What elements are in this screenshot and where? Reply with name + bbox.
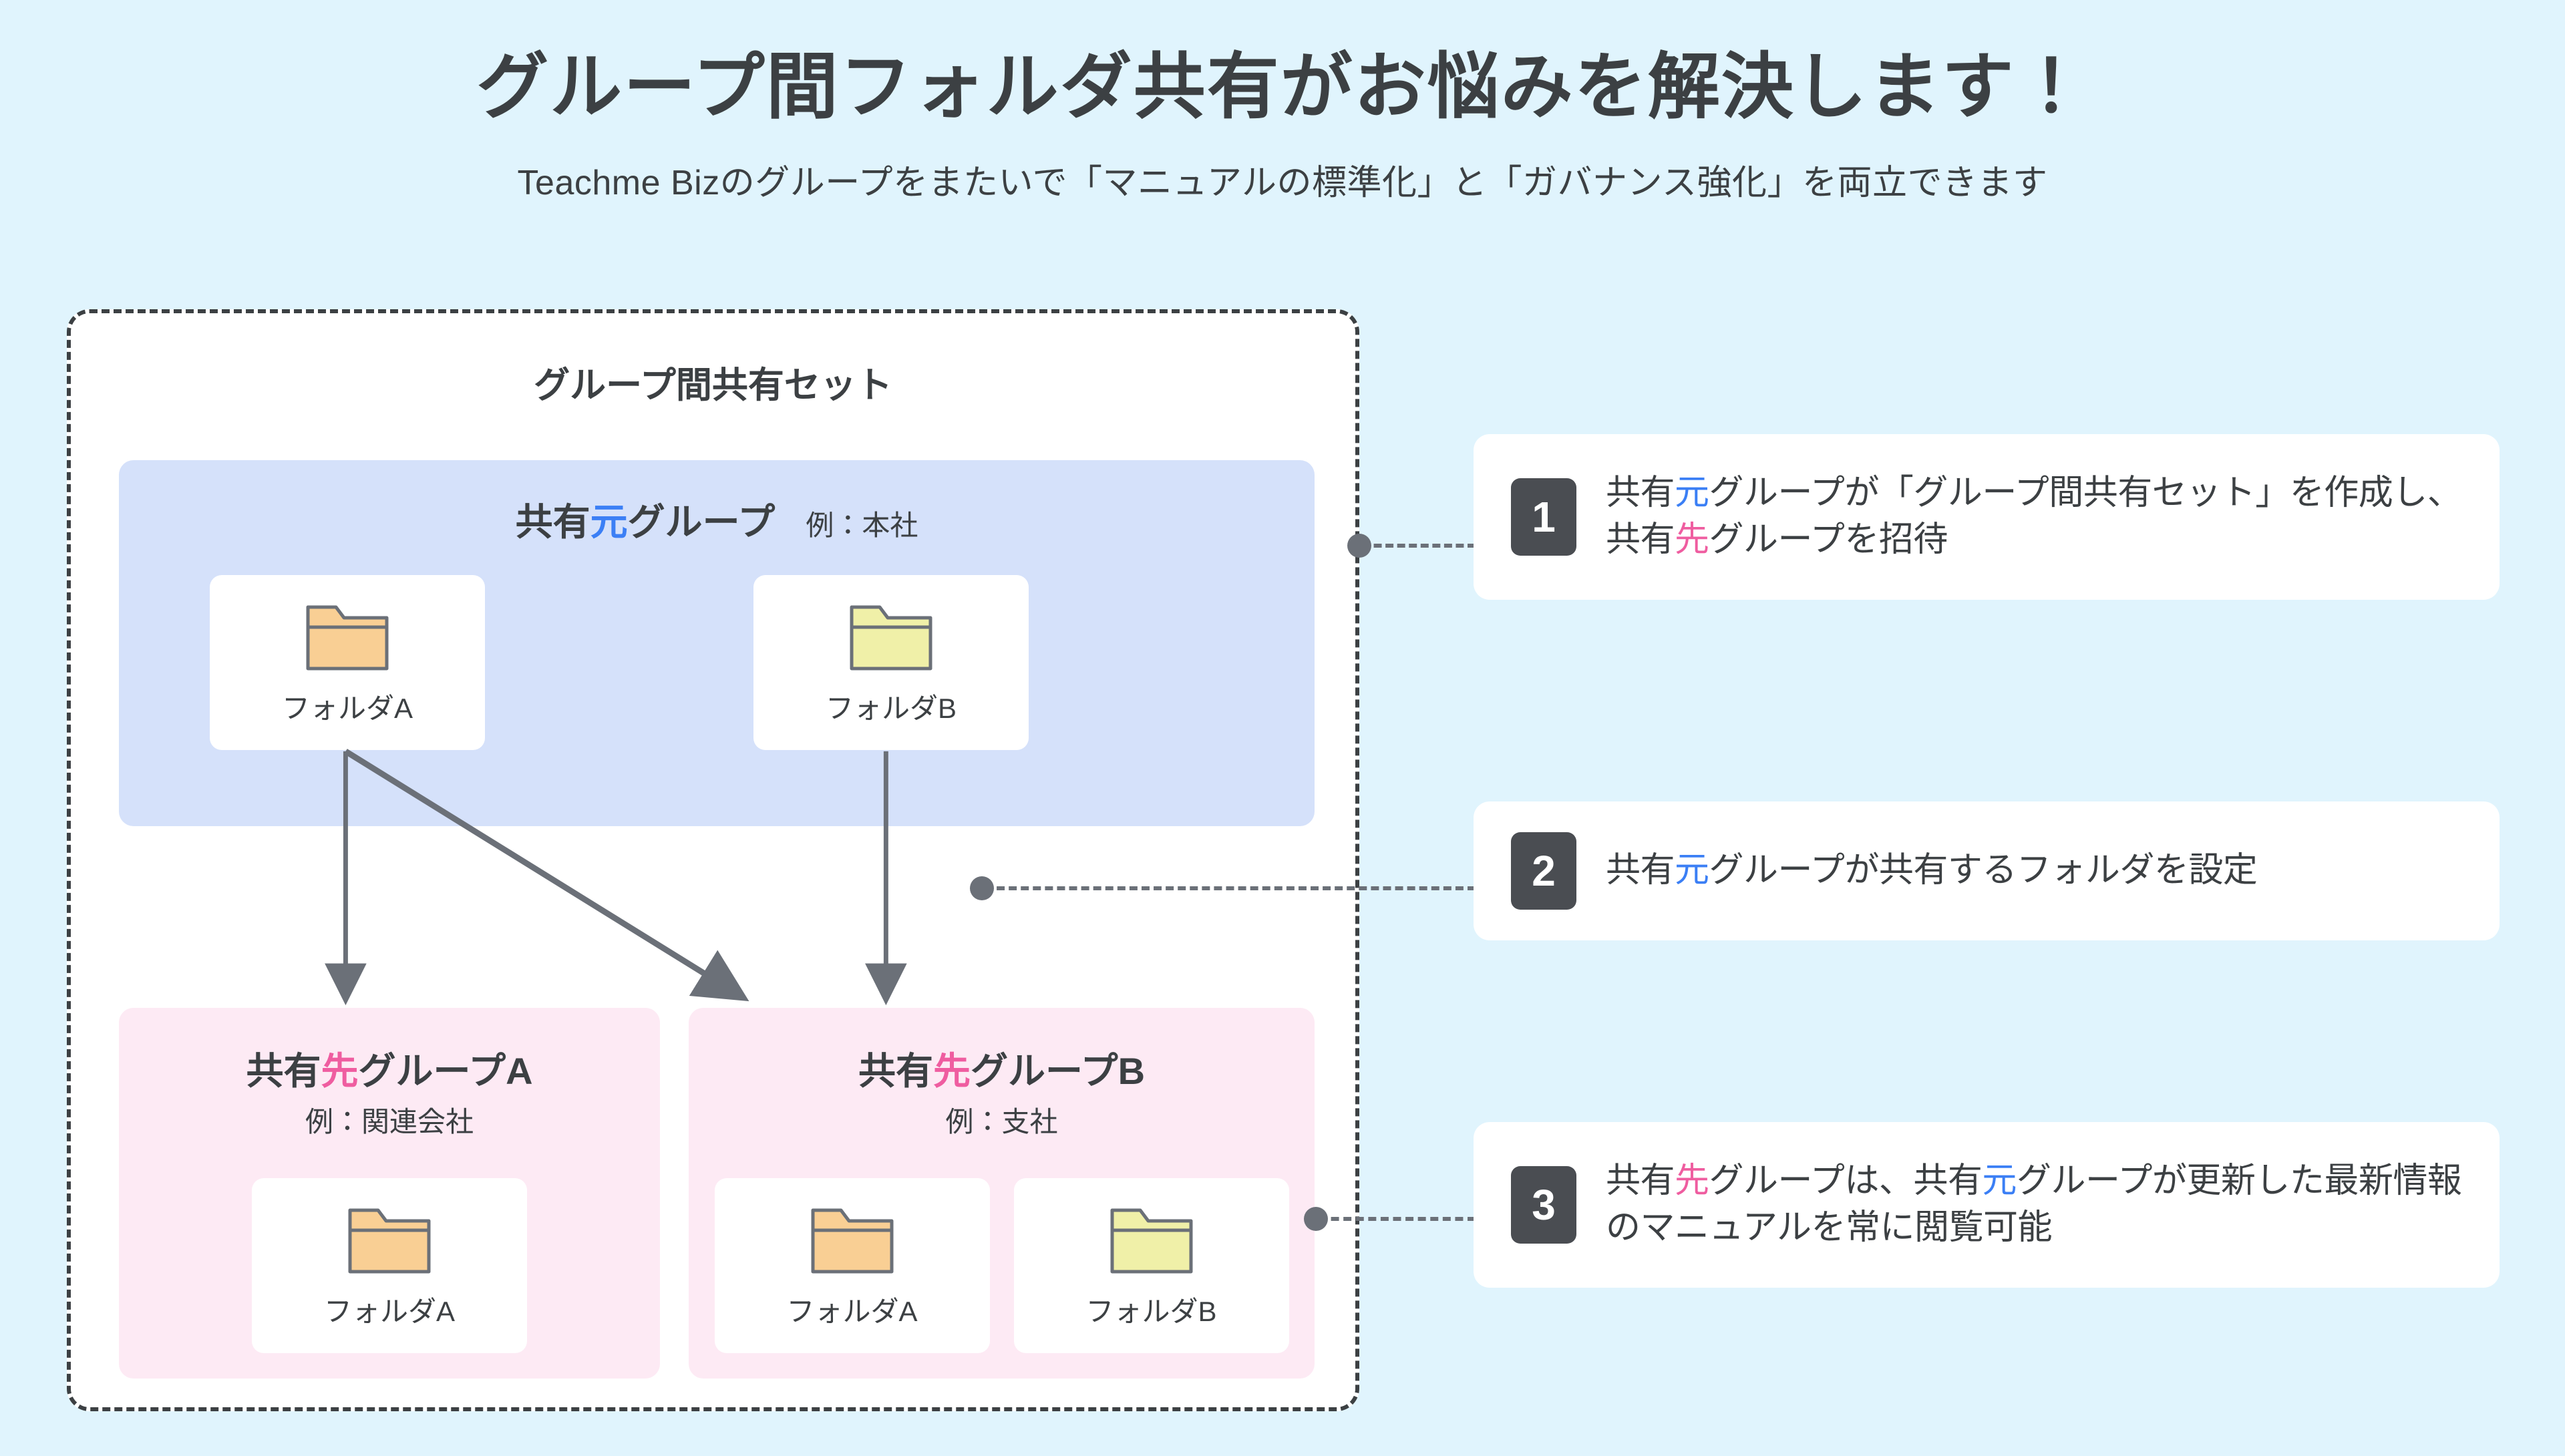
folder-label: フォルダA (281, 692, 413, 724)
folder-label: フォルダA (786, 1295, 918, 1327)
text-segment-1: 元 (1675, 851, 1709, 890)
text-segment-3: 元 (1982, 1161, 2017, 1201)
dest-group-b-example: 例：支社 (945, 1106, 1058, 1137)
step-card-1[interactable]: 1 共有元グループが「グループ間共有セット」を作成し、共有先グループを招待 (1474, 434, 2500, 600)
folder-label: フォルダB (1085, 1295, 1217, 1327)
page-header: グループ間フォルダ共有がお悩みを解決します！ Teachme Bizのグループを… (0, 0, 2565, 204)
step-badge-3: 3 (1511, 1166, 1576, 1244)
dest-group-a-name-prefix: 共有 (246, 1050, 321, 1092)
share-set-title: グループ間共有セット (534, 365, 892, 405)
page-subtitle: Teachme Bizのグループをまたいで「マニュアルの標準化」と「ガバナンス強… (517, 164, 2048, 202)
source-group-name-accent: 元 (590, 501, 628, 543)
text-segment-0: 共有 (1606, 1161, 1675, 1201)
dest-group-b-folders: フォルダA フォルダB (689, 1178, 1315, 1353)
source-group-name-suffix: グループ (627, 501, 776, 543)
connector-dot-icon (1304, 1207, 1328, 1231)
folder-label: フォルダB (825, 692, 957, 724)
step-badge-1: 1 (1511, 478, 1576, 556)
connector-dot-icon (970, 876, 994, 900)
dest-group-a-folders: フォルダA (119, 1178, 660, 1353)
dest-group-a-panel: 共有先グループA 例：関連会社 フォルダA (119, 1008, 660, 1379)
source-folder-b[interactable]: フォルダB (753, 575, 1029, 750)
text-segment-2: グループは、共有 (1709, 1161, 1983, 1201)
dest-b-folder-b[interactable]: フォルダB (1013, 1178, 1289, 1353)
text-segment-4: グループを招待 (1709, 520, 1948, 559)
step-card-3[interactable]: 3 共有先グループは、共有元グループが更新した最新情報のマニュアルを常に閲覧可能 (1474, 1122, 2500, 1288)
text-segment-4: グループが更新した最新情報のマニュアルを常に閲覧可能 (1606, 1161, 2462, 1247)
folder-icon (348, 1208, 431, 1273)
folder-icon (306, 605, 389, 670)
dest-group-a-name: 共有先グループA (119, 1041, 660, 1095)
dest-group-a-name-accent: 先 (321, 1050, 359, 1092)
dest-group-b-name-accent: 先 (932, 1050, 971, 1092)
text-segment-0: 共有 (1606, 474, 1675, 513)
connector-dot-icon (1347, 534, 1371, 558)
text-segment-0: 共有 (1606, 851, 1675, 890)
step-text-3: 共有先グループは、共有元グループが更新した最新情報のマニュアルを常に閲覧可能 (1606, 1158, 2462, 1251)
step-text-1: 共有元グループが「グループ間共有セット」を作成し、共有先グループを招待 (1606, 470, 2462, 563)
share-set-container: グループ間共有セット 共有元グループ 例：本社 フォルダA フォルダB (67, 309, 1359, 1411)
page-title: グループ間フォルダ共有がお悩みを解決します！ (476, 46, 2089, 127)
dest-group-a-example: 例：関連会社 (305, 1106, 474, 1137)
dest-b-folder-a[interactable]: フォルダA (714, 1178, 990, 1353)
text-segment-2: グループが共有するフォルダを設定 (1709, 851, 2258, 890)
folder-icon (811, 1208, 893, 1273)
source-group-name: 共有元グループ (516, 492, 776, 546)
dest-group-b-name-suffix: グループB (970, 1050, 1146, 1092)
dest-group-b-panel: 共有先グループB 例：支社 フォルダA フォルダB (689, 1008, 1315, 1379)
text-segment-3: 先 (1675, 520, 1709, 559)
source-group-header: 共有元グループ 例：本社 (119, 492, 1315, 546)
text-segment-1: 先 (1675, 1161, 1709, 1201)
leader-line-step-3 (1304, 1207, 1476, 1231)
folder-label: フォルダA (323, 1295, 455, 1327)
source-folder-a[interactable]: フォルダA (210, 575, 485, 750)
dest-group-a-name-suffix: グループA (358, 1050, 533, 1092)
step-badge-2: 2 (1511, 832, 1576, 910)
source-group-name-prefix: 共有 (515, 501, 590, 543)
text-segment-1: 元 (1675, 474, 1709, 513)
dest-group-b-name-prefix: 共有 (858, 1050, 933, 1092)
leader-line-step-1 (1347, 534, 1476, 558)
leader-line-step-2 (970, 876, 1476, 900)
text-segment-2: グループが「グループ間共有セット」を作成し、共有 (1606, 474, 2462, 559)
step-text-2: 共有元グループが共有するフォルダを設定 (1606, 848, 2258, 894)
step-card-2[interactable]: 2 共有元グループが共有するフォルダを設定 (1474, 801, 2500, 940)
source-group-example: 例：本社 (806, 510, 918, 541)
folder-icon (1110, 1208, 1192, 1273)
dest-a-folder-a[interactable]: フォルダA (252, 1178, 527, 1353)
dest-group-b-name: 共有先グループB (689, 1041, 1315, 1095)
folder-icon (850, 605, 932, 670)
